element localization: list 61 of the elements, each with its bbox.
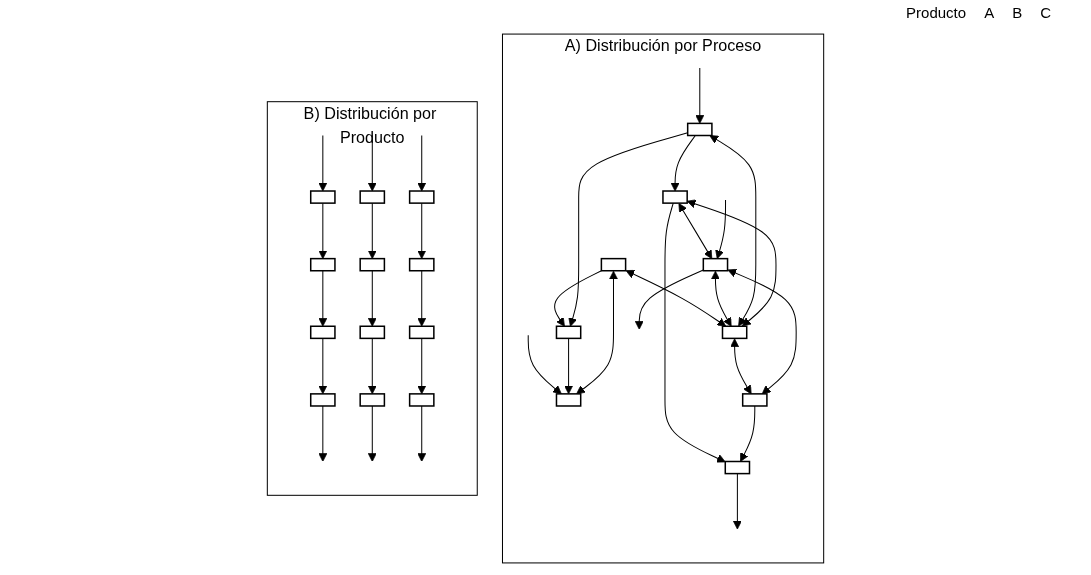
process-box — [555, 325, 582, 340]
process-box — [309, 190, 336, 204]
arrow — [670, 135, 696, 192]
arrow — [367, 270, 377, 327]
arrow — [318, 405, 328, 462]
arrow — [625, 269, 727, 327]
arrow — [730, 338, 752, 395]
process-box — [724, 460, 751, 475]
arrow — [740, 405, 756, 462]
arrow — [576, 270, 618, 395]
arrow — [527, 334, 562, 395]
process-box — [359, 190, 386, 204]
label: A — [984, 4, 995, 23]
process-box — [741, 393, 768, 407]
arrow — [417, 202, 427, 260]
arrow — [367, 202, 377, 260]
arrow — [727, 268, 797, 395]
process-box — [408, 393, 435, 407]
process-box — [359, 325, 386, 340]
process-box — [309, 325, 336, 340]
arrow — [367, 405, 377, 462]
arrow — [417, 270, 427, 327]
process-box — [721, 325, 748, 340]
arrow — [564, 337, 574, 395]
arrow — [367, 337, 377, 395]
arrow — [695, 67, 705, 124]
process-box — [702, 257, 729, 272]
cluster: A) Distribución por Proceso — [501, 33, 825, 564]
process-box — [359, 393, 386, 407]
label: B — [1012, 4, 1023, 23]
process-box — [359, 257, 386, 272]
arrow — [568, 132, 689, 327]
arrow — [417, 405, 427, 462]
process-box — [686, 122, 713, 137]
process-box — [600, 257, 627, 272]
arrow — [554, 270, 602, 327]
label: C — [1040, 4, 1051, 23]
arrow — [711, 270, 732, 327]
arrow — [318, 202, 328, 260]
arrow — [732, 473, 742, 530]
arrow — [715, 199, 727, 260]
arrow — [367, 135, 377, 192]
arrow — [417, 337, 427, 395]
cluster: B) Distribución por Producto — [266, 101, 478, 496]
process-box — [408, 325, 435, 340]
process-box — [309, 257, 336, 272]
arrow — [664, 202, 726, 463]
arrow — [318, 135, 328, 192]
arrow — [318, 337, 328, 395]
arrow — [417, 135, 427, 192]
process-box — [309, 393, 336, 407]
arrow — [318, 270, 328, 327]
arrow — [686, 199, 777, 327]
process-box — [408, 190, 435, 204]
process-box — [662, 190, 688, 204]
process-box — [408, 257, 435, 272]
arrow — [634, 269, 704, 330]
process-box — [555, 393, 582, 407]
arrow — [678, 203, 713, 260]
label: Producto — [906, 4, 967, 23]
arrow — [709, 135, 757, 327]
